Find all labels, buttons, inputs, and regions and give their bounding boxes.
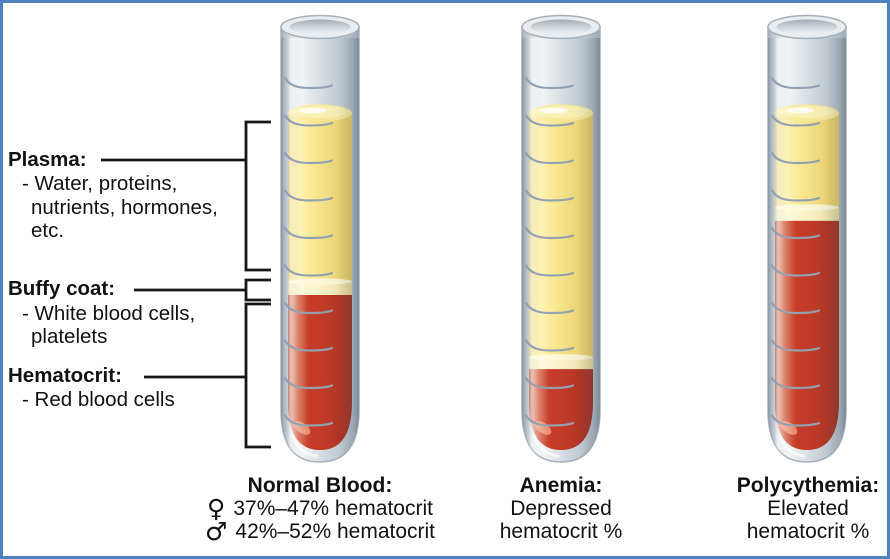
caption-anemia: Anemia: Depressed hematocrit % xyxy=(500,474,623,543)
buffy-coat-label-line: - White blood cells, xyxy=(22,302,196,325)
buffy-coat-label-line: platelets xyxy=(31,325,108,348)
buffy-coat-bracket xyxy=(244,278,271,302)
tube-normal-blood xyxy=(278,10,362,466)
test-tube-graphic xyxy=(767,14,847,463)
female-hematocrit-row: ♀ 37%–47% hematocrit xyxy=(205,493,435,523)
male-hematocrit-row: ♂ 42%–52% hematocrit xyxy=(204,516,436,546)
buffy-coat-label-title: Buffy coat: xyxy=(8,277,116,300)
caption-title: Anemia: xyxy=(519,474,603,497)
plasma-label-title: Plasma: xyxy=(8,148,87,171)
test-tube-graphic xyxy=(280,14,360,463)
caption-normal-blood: Normal Blood: ♀ 37%–47% hematocrit ♂ 42%… xyxy=(204,474,436,546)
male-symbol-icon: ♂ xyxy=(204,516,228,546)
caption-polycythemia: Polycythemia: Elevated hematocrit % xyxy=(737,474,879,543)
plasma-label-line: etc. xyxy=(31,219,65,242)
caption-title: Normal Blood: xyxy=(247,474,393,497)
plasma-label-line: nutrients, hormones, xyxy=(31,196,218,219)
caption-line: hematocrit % xyxy=(499,520,623,543)
hematocrit-label-line: - Red blood cells xyxy=(22,388,175,411)
hematocrit-label-title: Hematocrit: xyxy=(8,364,122,387)
test-tube-graphic xyxy=(521,14,601,463)
tube-polycythemia xyxy=(765,10,849,466)
plasma-label-line: - Water, proteins, xyxy=(22,172,178,195)
caption-line: Depressed xyxy=(510,497,612,520)
caption-line: Elevated xyxy=(767,497,849,520)
female-symbol-icon: ♀ xyxy=(207,493,226,523)
female-hematocrit-range: 37%–47% hematocrit xyxy=(233,497,433,520)
caption-title: Polycythemia: xyxy=(736,474,880,497)
caption-line: hematocrit % xyxy=(746,520,870,543)
hematocrit-bracket xyxy=(244,302,271,449)
male-hematocrit-range: 42%–52% hematocrit xyxy=(235,520,436,543)
plasma-bracket xyxy=(244,120,271,272)
tube-anemia xyxy=(519,10,603,466)
